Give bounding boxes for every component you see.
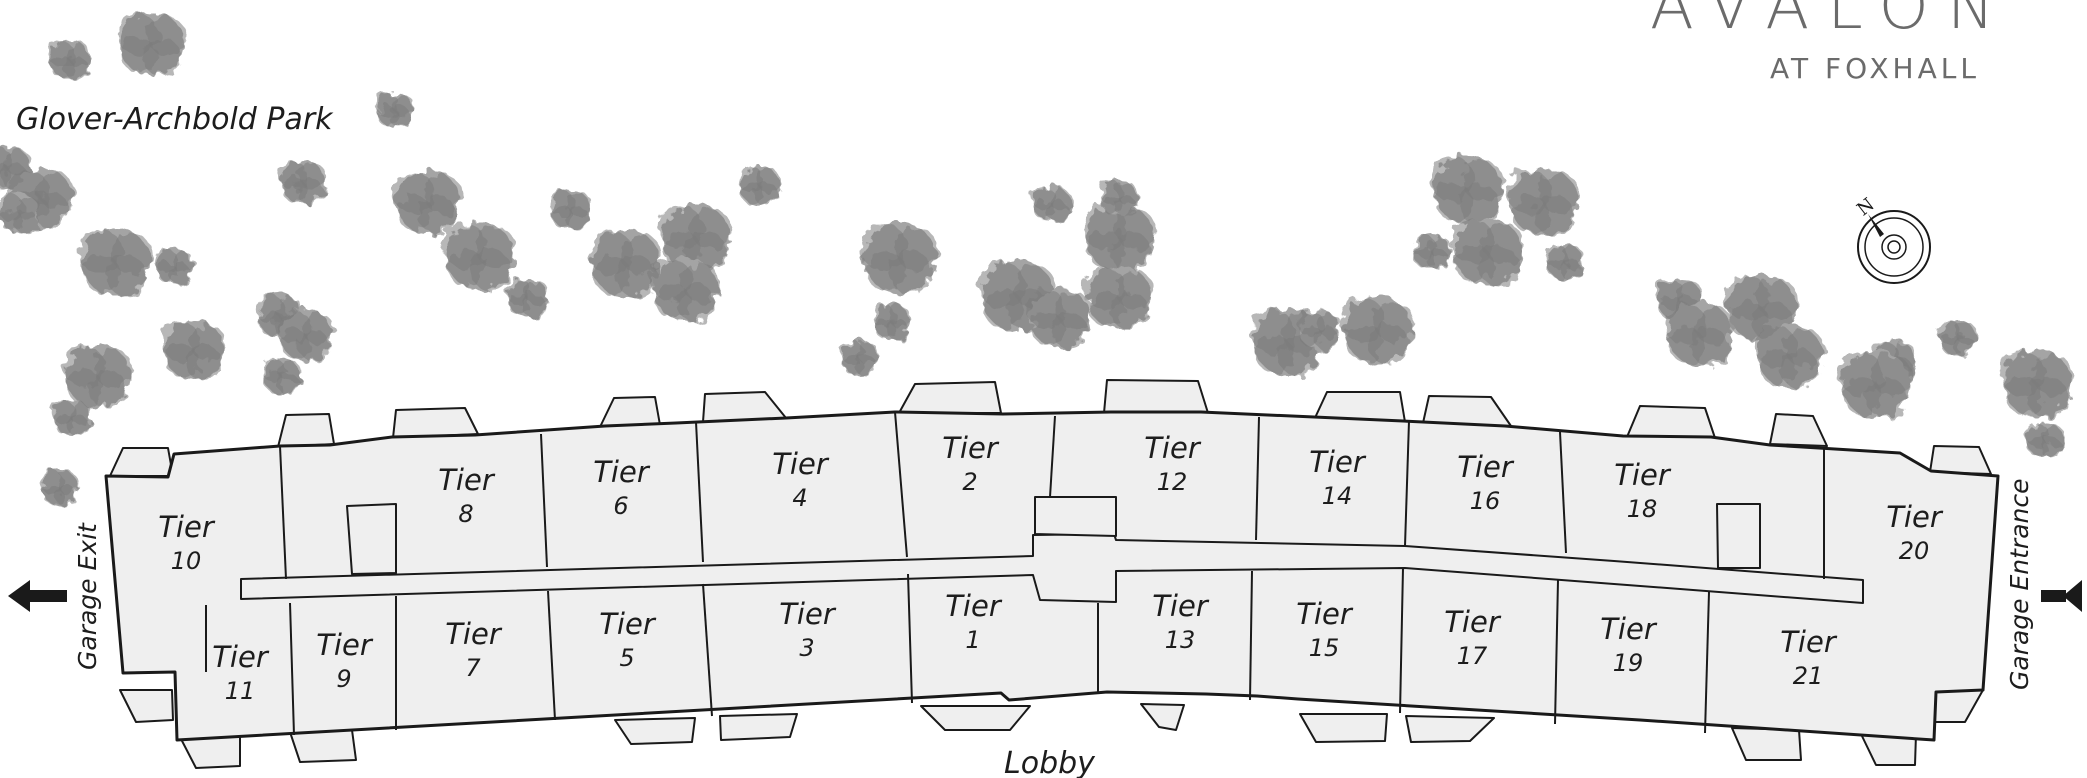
- tree-icon: [277, 309, 334, 361]
- tree-icon: [52, 400, 91, 437]
- tree-icon: [1084, 266, 1154, 330]
- exit-arrow-icon: [8, 580, 67, 612]
- lobby-label: Lobby: [1004, 746, 1096, 778]
- tree-icon: [650, 258, 720, 322]
- north-balconies: [109, 379, 1992, 477]
- tree-icon: [1099, 180, 1138, 216]
- tree-icon: [0, 194, 41, 234]
- tree-icon: [1838, 350, 1912, 418]
- tree-icon: [1032, 186, 1071, 222]
- tree-icon: [161, 320, 226, 380]
- tree-icon: [1450, 218, 1524, 286]
- tree-icon: [1664, 302, 1734, 366]
- tier-dividers: [205, 411, 1825, 736]
- tree-icon: [62, 344, 132, 408]
- tree-icon: [1027, 288, 1092, 348]
- garage-entrance-label: Garage Entrance: [2005, 479, 2034, 691]
- south-balconies: [119, 689, 1984, 769]
- tree-icon: [1754, 324, 1824, 388]
- tree-icon: [1545, 244, 1584, 281]
- tree-icon: [840, 340, 879, 377]
- brand-subtitle: AT FOXHALL: [1770, 52, 1980, 85]
- tree-icon: [154, 248, 193, 285]
- tree-icon: [549, 190, 592, 230]
- tree-icon: [1938, 320, 1977, 357]
- tree-icon: [506, 278, 549, 318]
- tree-icon: [116, 12, 186, 76]
- garage-entrance: Garage Entrance: [2005, 479, 2082, 691]
- tree-icon: [2000, 350, 2074, 418]
- tree-icon: [1082, 204, 1156, 272]
- tree-icon: [588, 229, 662, 297]
- tree-icon: [48, 40, 91, 80]
- entrance-arrow-icon: [2063, 580, 2082, 612]
- tree-icon: [278, 160, 327, 204]
- brand-name: AVALON: [1650, 0, 2013, 44]
- tree-icon: [392, 170, 462, 234]
- tree-icon: [2025, 422, 2064, 459]
- tree-icon: [872, 304, 911, 341]
- tree-canopy: [0, 12, 2074, 507]
- garage-exit: Garage Exit: [8, 522, 102, 670]
- park-label: Glover-Archbold Park: [16, 102, 334, 137]
- tree-icon: [375, 92, 414, 128]
- brand-logo: AVALON AT FOXHALL: [1650, 0, 2013, 85]
- north-arrow-icon: N: [1853, 194, 1931, 284]
- tree-icon: [1724, 274, 1798, 342]
- garage-exit-label: Garage Exit: [73, 522, 102, 670]
- tree-icon: [1430, 156, 1504, 225]
- tree-icon: [860, 222, 938, 294]
- tree-icon: [442, 222, 516, 290]
- tree-icon: [1506, 168, 1580, 237]
- tree-icon: [78, 228, 152, 296]
- tree-icon: [262, 358, 301, 395]
- tree-icon: [1340, 296, 1414, 364]
- tree-icon: [40, 470, 79, 507]
- tree-icon: [1298, 310, 1341, 350]
- tree-icon: [738, 166, 781, 206]
- tree-icon: [1412, 234, 1451, 270]
